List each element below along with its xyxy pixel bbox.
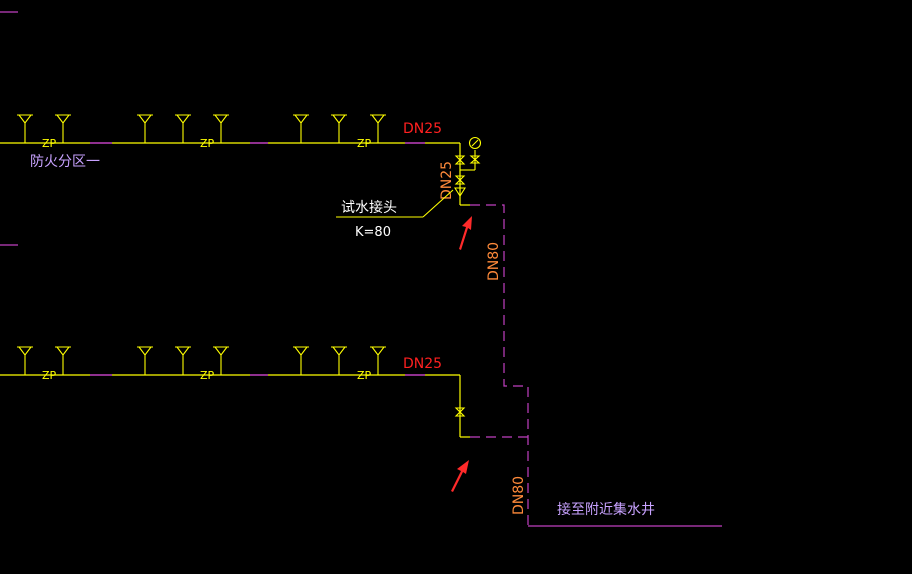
test-connector-leader: [336, 189, 454, 218]
lower-sprinkler-head-icon-5: [213, 346, 229, 375]
lower-zp-label-1: ZP: [42, 369, 57, 382]
upper-sprinkler-head-icon-1: [17, 114, 33, 143]
upper-sprinkler-head-icon-3: [137, 114, 153, 143]
upper-zp-label-3: ZP: [357, 137, 372, 150]
lower-sprinkler-head-icon-6: [293, 346, 309, 375]
test-connector-label: 试水接头: [341, 199, 397, 216]
upper-zp-label-2: ZP: [200, 137, 215, 150]
drain-target-label: 接至附近集水井: [557, 501, 655, 518]
upper-dn25-label: DN25: [403, 121, 442, 137]
lower-zp-label-2: ZP: [200, 369, 215, 382]
lower-gate-valve-icon: [454, 407, 466, 417]
upper-sprinkler-head-icon-8: [370, 114, 386, 143]
upper-gate-valve-icon-2: [454, 175, 466, 185]
lower-branch-pipe: [0, 374, 470, 438]
upper-branch-pipe: [0, 142, 470, 206]
upper-sprinkler-head-icon-4: [175, 114, 191, 143]
upper-sprinkler-head-icon-6: [293, 114, 309, 143]
dn80-lower-label: DN80: [511, 476, 527, 515]
upper-vertical-dn25-label: DN25: [439, 161, 455, 200]
lower-sprinkler-head-icon-1: [17, 346, 33, 375]
upper-gate-valve-icon: [454, 155, 466, 165]
red-arrow-icon-upper: [459, 216, 472, 250]
dn80-upper-label: DN80: [486, 242, 502, 281]
red-arrow-icon-lower: [451, 460, 469, 492]
lower-sprinkler-head-icon-8: [370, 346, 386, 375]
upper-sprinkler-head-icon-5: [213, 114, 229, 143]
lower-zp-label-3: ZP: [357, 369, 372, 382]
lower-sprinkler-head-icon-7: [331, 346, 347, 375]
fire-zone-label: 防火分区一: [30, 154, 100, 170]
lower-sprinkler-head-icon-2: [55, 346, 71, 375]
lower-sprinkler-group: [17, 346, 386, 375]
upper-sprinkler-head-icon-2: [55, 114, 71, 143]
lower-sprinkler-head-icon-4: [175, 346, 191, 375]
upper-sprinkler-group: [17, 114, 386, 143]
upper-zp-label-1: ZP: [42, 137, 57, 150]
upper-test-valve-icon: [454, 187, 466, 198]
drain-pipe-dashed: [470, 204, 529, 526]
lower-sprinkler-head-icon-3: [137, 346, 153, 375]
pressure-gauge-icon: [460, 136, 482, 171]
k-factor-label: K=80: [355, 225, 391, 240]
upper-sprinkler-head-icon-7: [331, 114, 347, 143]
lower-dn25-label: DN25: [403, 356, 442, 372]
